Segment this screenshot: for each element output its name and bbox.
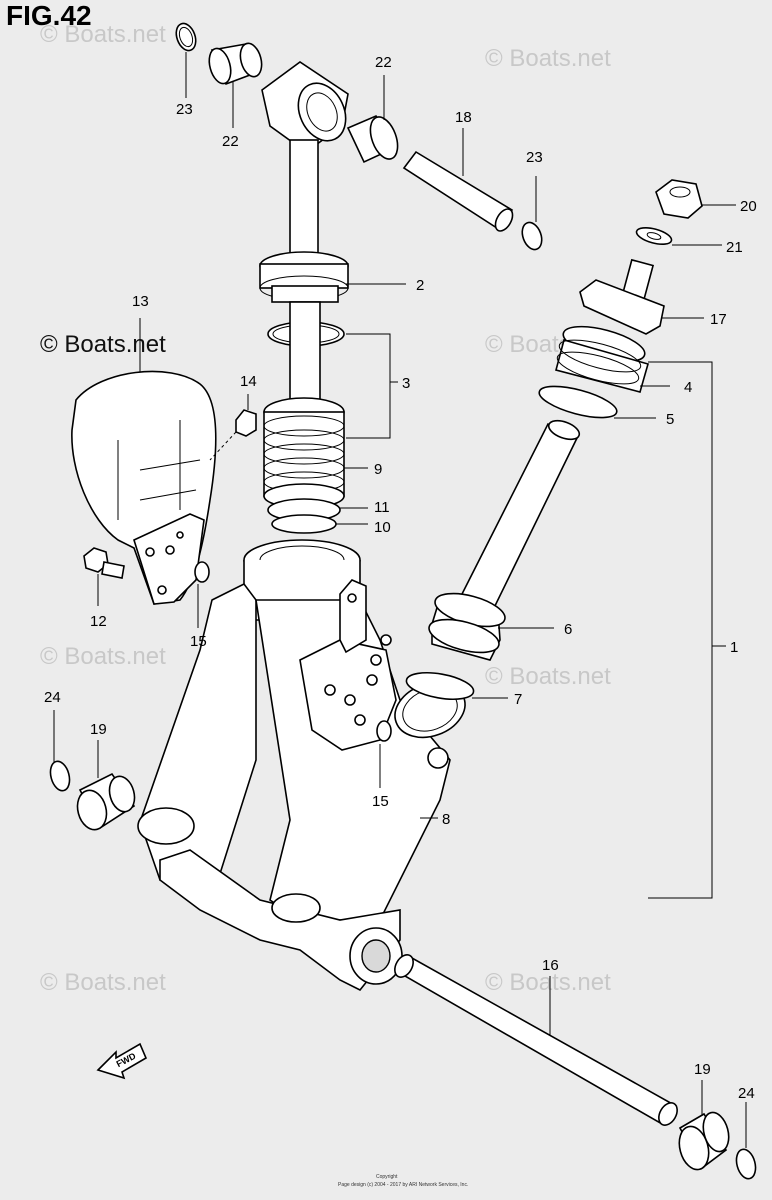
watermark: © Boats.net: [485, 663, 611, 690]
callout-15-center: 15: [372, 793, 389, 810]
bracket-3: [346, 333, 391, 439]
part-12-bolt: [83, 547, 125, 579]
callout-23-right: 23: [526, 149, 543, 166]
part-20-nut: [655, 179, 703, 219]
watermark: © Boats.net: [485, 45, 611, 72]
part-17-valve: [579, 258, 665, 335]
callout-2: 2: [416, 277, 424, 294]
callout-23-left: 23: [176, 101, 193, 118]
callout-4: 4: [684, 379, 692, 396]
copyright-line2: Page design (c) 2004 - 2017 by ARI Netwo…: [338, 1182, 468, 1188]
callout-20: 20: [740, 198, 757, 215]
callout-9: 9: [374, 461, 382, 478]
part-4-cylinder-head: [555, 325, 649, 393]
part-13-cover: [71, 370, 217, 605]
part-7-o-ring: [405, 671, 475, 701]
callout-15-left: 15: [190, 633, 207, 650]
callout-13: 13: [132, 293, 149, 310]
part-15-o-ring-center: [376, 720, 392, 742]
callout-5: 5: [666, 411, 674, 428]
trim-rod-shaft: [289, 301, 321, 403]
callout-17: 17: [710, 311, 727, 328]
copyright-line1: Copyright: [376, 1174, 398, 1180]
watermark: © Boats.net: [40, 21, 166, 48]
part-2-cylinder-gland: [259, 251, 349, 303]
callout-1: 1: [730, 639, 738, 656]
trim-rod-upper: [261, 61, 349, 271]
part-23-circlip-top: [175, 22, 197, 52]
callouts: 1 2 3 4 5 6 7 8 9 10 11 12 13 14 15 15 1…: [44, 54, 757, 1102]
callout-12: 12: [90, 613, 107, 630]
callout-22-left: 22: [222, 133, 239, 150]
callout-14: 14: [240, 373, 257, 390]
callout-24-left: 24: [44, 689, 61, 706]
figure-title: FIG.42: [6, 0, 92, 31]
part-22-bushing-left: [208, 42, 263, 86]
callout-24-right: 24: [738, 1085, 755, 1102]
callout-3: 3: [402, 375, 410, 392]
watermarks: © Boats.net © Boats.net © Boats.net © Bo…: [40, 21, 611, 996]
part-19-bushing-right: [678, 1111, 730, 1171]
part-22-bushing-right: [346, 114, 399, 164]
part-23-circlip-right: [521, 221, 543, 251]
part-16-tilt-shaft: [394, 954, 678, 1126]
part-21-washer: [635, 226, 673, 246]
callout-21: 21: [726, 239, 743, 256]
callout-7: 7: [514, 691, 522, 708]
watermark: © Boats.net: [40, 969, 166, 996]
callout-16: 16: [542, 957, 559, 974]
part-24-circlip-left: [49, 760, 71, 792]
callout-6: 6: [564, 621, 572, 638]
callout-10: 10: [374, 519, 391, 536]
part-10-ring: [271, 514, 337, 534]
callout-11: 11: [374, 499, 390, 516]
part-5-o-ring: [538, 385, 618, 419]
part-14-plug: [235, 409, 257, 437]
part-19-bushing-left: [76, 772, 136, 831]
watermark-dark: © Boats.net: [40, 331, 166, 358]
part-15-o-ring-left: [194, 561, 210, 583]
part-24-circlip-right: [735, 1148, 757, 1180]
part-6-piston: [428, 419, 581, 661]
callout-8: 8: [442, 811, 450, 828]
watermark: © Boats.net: [40, 643, 166, 670]
callout-22-right: 22: [375, 54, 392, 71]
copyright-footer: Copyright Page design (c) 2004 - 2017 by…: [338, 1174, 468, 1188]
fwd-arrow-icon: FWD: [96, 1042, 148, 1080]
callout-18: 18: [455, 109, 472, 126]
callout-19-left: 19: [90, 721, 107, 738]
bracket-1: [648, 361, 713, 899]
part-8-trim-cylinder-body: [137, 539, 466, 992]
part-18-pin: [402, 150, 514, 232]
callout-19-right: 19: [694, 1061, 711, 1078]
part-9-piston: [263, 397, 345, 509]
watermark: © Boats.net: [485, 969, 611, 996]
